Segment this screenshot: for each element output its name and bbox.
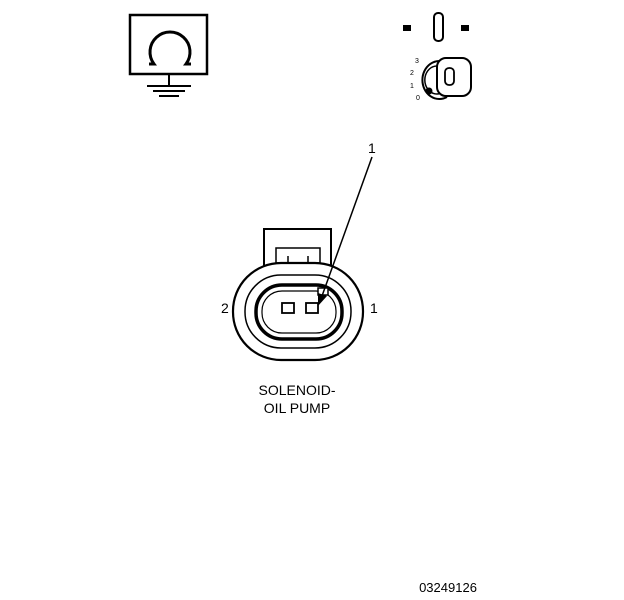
figure-id: 03249126: [419, 580, 477, 595]
connector-seal: [254, 283, 344, 341]
ohmmeter-symbol-icon: [128, 13, 209, 97]
pin-label-2: 2: [221, 300, 229, 316]
pin-label-1: 1: [370, 300, 378, 316]
key-position-2: 2: [410, 70, 414, 77]
connector-face: [231, 228, 365, 362]
off-indicator-dash-left: [403, 25, 411, 31]
key-position-1: 1: [410, 83, 414, 90]
terminal-cavity-2: [281, 302, 295, 314]
off-indicator-dash-right: [461, 25, 469, 31]
off-indicator-slot: [433, 12, 444, 42]
component-label-line2: OIL PUMP: [264, 400, 330, 416]
key-position-0: 0: [416, 95, 420, 102]
component-label-line1: SOLENOID-: [258, 382, 335, 398]
ignition-key-off-icon: 3 2 1 0: [403, 12, 472, 102]
callout-number: 1: [368, 140, 376, 156]
callout-leader: [318, 156, 373, 306]
terminal-cavity-1: [305, 302, 319, 314]
key-position-3: 3: [415, 58, 419, 65]
